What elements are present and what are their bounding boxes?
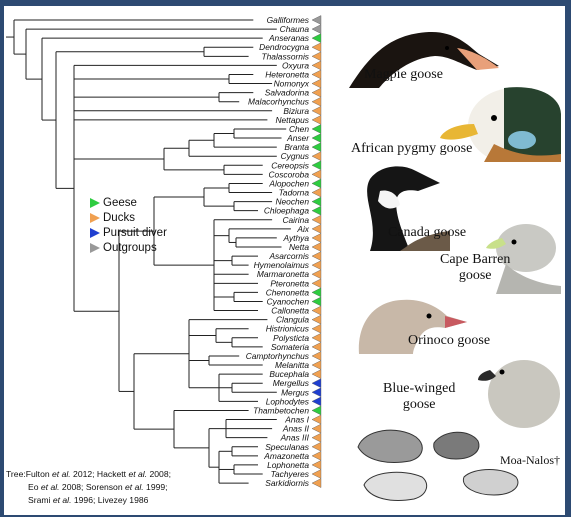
taxon-marker-icon (312, 61, 321, 70)
taxon-marker-icon (312, 460, 321, 469)
legend-item-outgroups: Outgroups (90, 240, 167, 255)
taxon-marker-icon (312, 143, 321, 152)
legend-label: Geese (103, 197, 137, 209)
taxon-marker-icon (312, 415, 321, 424)
taxon-marker-icon (312, 179, 321, 188)
legend-item-geese: Geese (90, 195, 167, 210)
taxon-marker-icon (312, 197, 321, 206)
taxon-marker-icon (312, 397, 321, 406)
taxon-marker-icon (312, 88, 321, 97)
taxon-marker-icon (312, 424, 321, 433)
taxon-marker-icon (312, 243, 321, 252)
taxon-marker-icon (312, 134, 321, 143)
taxon-marker-icon (312, 97, 321, 106)
photo-label-blue-winged-goose: Blue-winged goose (383, 381, 455, 413)
taxon-marker-icon (312, 115, 321, 124)
taxon-label: Sarkidiornis (265, 478, 310, 488)
legend-label: Pursuit diver (103, 227, 167, 239)
taxon-marker-icon (312, 224, 321, 233)
taxon-marker-icon (312, 388, 321, 397)
legend-item-pursuit-diver: Pursuit diver (90, 225, 167, 240)
blue-winged-goose-photo (478, 346, 561, 430)
taxon-marker-icon (312, 406, 321, 415)
orange-triangle-icon (90, 213, 100, 223)
taxon-marker-icon (312, 70, 321, 79)
taxon-marker-icon (312, 43, 321, 52)
taxon-marker-icon (312, 106, 321, 115)
gray-triangle-icon (90, 243, 100, 253)
taxon-marker-icon (312, 315, 321, 324)
taxon-marker-icon (312, 342, 321, 351)
taxon-marker-icon (312, 233, 321, 242)
taxon-marker-icon (312, 351, 321, 360)
photo-label-cape-barren-goose: Cape Barren goose (440, 252, 510, 284)
legend-item-ducks: Ducks (90, 210, 167, 225)
citation-line-3: Srami et al. 1996; Livezey 1986 (6, 494, 171, 507)
taxon-marker-icon (312, 215, 321, 224)
citation-line-1: Tree:Fulton et al. 2012; Hackett et al. … (6, 468, 171, 481)
taxon-marker-icon (312, 470, 321, 479)
photo-label-canada-goose: Canada goose (388, 225, 466, 241)
taxon-marker-icon (312, 442, 321, 451)
taxon-marker-icon (312, 16, 321, 25)
taxon-marker-icon (312, 152, 321, 161)
taxon-marker-icon (312, 79, 321, 88)
taxon-marker-icon (312, 297, 321, 306)
taxon-marker-icon (312, 34, 321, 43)
taxon-marker-icon (312, 25, 321, 34)
legend-label: Ducks (103, 212, 135, 224)
taxon-marker-icon (312, 124, 321, 133)
taxon-marker-icon (312, 370, 321, 379)
legend-label: Outgroups (103, 242, 157, 254)
taxon-marker-icon (312, 52, 321, 61)
legend: Geese Ducks Pursuit diver Outgroups (90, 195, 167, 255)
taxon-marker-icon (312, 451, 321, 460)
photo-label-moa-nalos: Moa-Nalos† (500, 452, 560, 468)
taxon-marker-icon (312, 288, 321, 297)
taxon-marker-icon (312, 270, 321, 279)
taxon-marker-icon (312, 252, 321, 261)
moa-nalo-skulls-photo (354, 423, 554, 513)
taxon-marker-icon (312, 170, 321, 179)
taxon-marker-icon (312, 333, 321, 342)
blue-triangle-icon (90, 228, 100, 238)
citation-block: Tree:Fulton et al. 2012; Hackett et al. … (6, 468, 171, 507)
green-triangle-icon (90, 198, 100, 208)
taxon-marker-icon (312, 206, 321, 215)
taxon-marker-icon (312, 479, 321, 488)
taxon-marker-icon (312, 261, 321, 270)
taxon-marker-icon (312, 279, 321, 288)
taxon-marker-icon (312, 379, 321, 388)
taxon-marker-icon (312, 306, 321, 315)
photo-label-magpie-goose: Magpie goose (364, 67, 443, 83)
taxon-marker-icon (312, 361, 321, 370)
photo-label-african-pygmy-goose: African pygmy goose (351, 141, 472, 157)
taxon-marker-icon (312, 433, 321, 442)
taxon-marker-icon (312, 324, 321, 333)
taxon-marker-icon (312, 161, 321, 170)
citation-line-2: Eo et al. 2008; Sorenson et al. 1999; (6, 481, 171, 494)
taxon-marker-icon (312, 188, 321, 197)
